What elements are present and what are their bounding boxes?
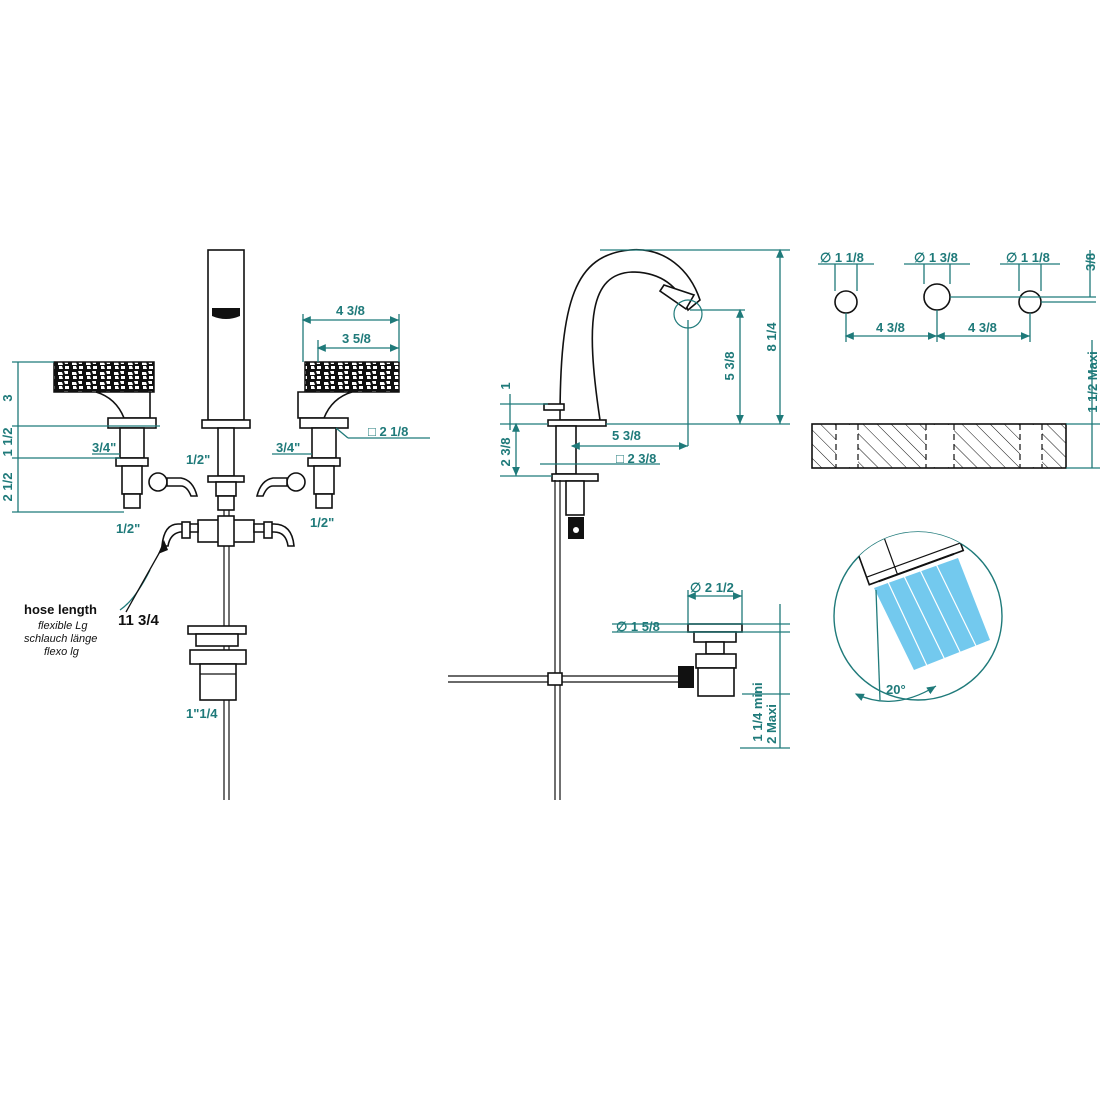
front-square-label: □ 2 1/8 [368,424,408,439]
deck-offset-label: 1 [498,382,513,389]
left-inlet-label: 1/2" [116,521,140,536]
left-handle [53,361,199,509]
hose-value-label: 11 3/4 [118,612,160,629]
drain-outer-label: ∅ 2 1/2 [690,580,734,595]
hose-line-3: flexo lg [44,646,80,658]
deck-section: 1 1/2 Maxi [811,340,1100,469]
front-view: 3 1 1/2 2 1/2 3/4" 1/2" 1/2" 3/4" 1/2" 4… [0,249,430,800]
front-dimensions [12,314,430,613]
right-inlet-label: 1/2" [310,515,334,530]
top-dimensions [818,250,1096,342]
side-dimensions [500,248,790,749]
left-body-label: 1 1/2 [0,428,15,457]
hole-left-label: ∅ 1 1/8 [820,250,864,265]
left-thread-label: 3/4" [92,440,116,455]
front-dimension-labels: 3 1 1/2 2 1/2 3/4" 1/2" 1/2" 3/4" 1/2" 4… [0,303,408,721]
drain-min-label: 1 1/4 mini [750,682,765,741]
offset-label: 3/8 [1083,253,1098,271]
spout-outlet-label: 5 3/8 [722,352,737,381]
spacing-left-label: 4 3/8 [876,320,905,335]
drain-max-label: 2 Maxi [764,704,779,744]
handle-width-inner-label: 3 5/8 [342,331,371,346]
base-height-label: 2 3/8 [498,438,513,467]
total-height-label: 8 1/4 [764,322,779,352]
center-inlet-label: 1/2" [186,452,210,467]
side-view: 1 2 3/8 5 3/8 5 3/8 8 1/4 □ 2 3/8 ∅ 2 1/… [448,248,790,800]
spout-reach-label: 5 3/8 [612,428,641,443]
right-thread-label: 3/4" [276,440,300,455]
hose-line-1: flexible Lg [38,620,88,632]
tee-fitting [161,515,295,547]
handle-width-outer-label: 4 3/8 [336,303,365,318]
left-body-lower-label: 2 1/2 [0,473,15,502]
hose-line-2: schlauch länge [24,633,97,645]
handle-height-label: 3 [0,394,15,401]
side-square-label: □ 2 3/8 [616,451,656,466]
hole-right-label: ∅ 1 1/8 [1006,250,1050,265]
spray-angle-label: 20° [886,682,906,697]
side-dimension-labels: 1 2 3/8 5 3/8 5 3/8 8 1/4 □ 2 3/8 ∅ 2 1/… [498,322,779,744]
center-spout [201,249,251,800]
deck-thickness-label: 1 1/2 Maxi [1085,351,1100,412]
top-view: ∅ 1 1/8 ∅ 1 3/8 ∅ 1 1/8 4 3/8 4 3/8 3/8 [818,250,1098,342]
hose-title-label: hose length [24,602,97,617]
drain-thread-label: 1"1/4 [186,706,218,721]
hole-center-label: ∅ 1 3/8 [914,250,958,265]
front-drain [187,625,247,701]
spacing-right-label: 4 3/8 [968,320,997,335]
right-handle [255,361,400,509]
drain-inner-label: ∅ 1 5/8 [616,619,660,634]
spray-detail: 20° [833,531,1003,703]
